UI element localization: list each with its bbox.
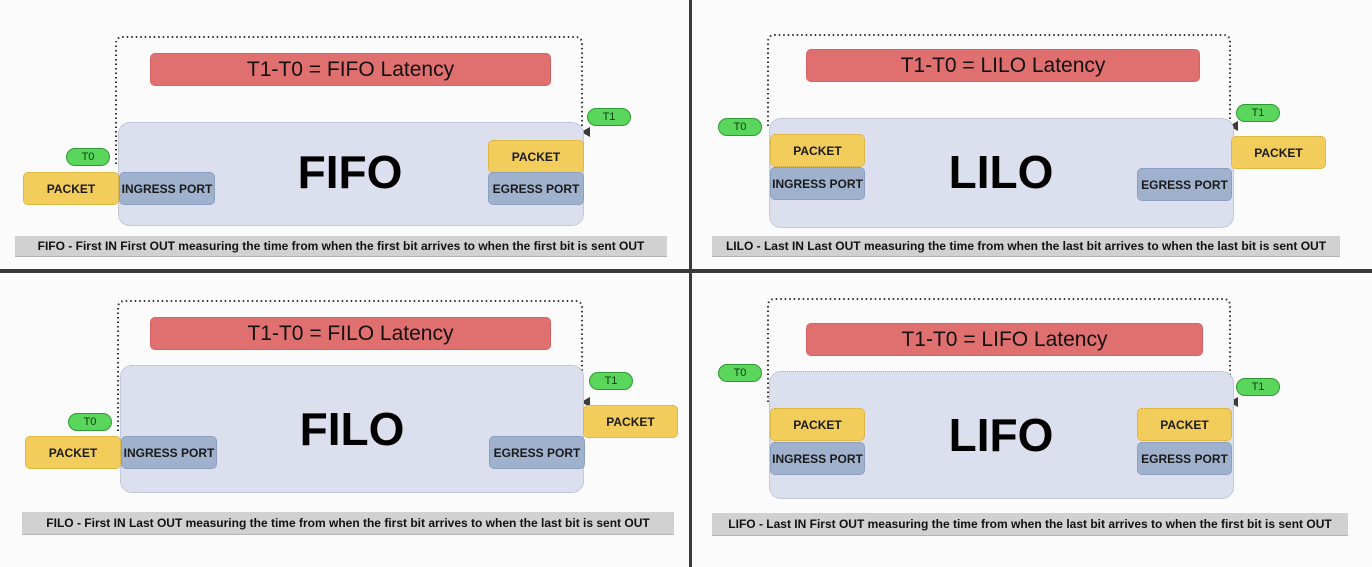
vertical-divider [689, 0, 692, 567]
lifo-ingress-port: INGRESS PORT [770, 442, 865, 475]
filo-t1-pill: T1 [589, 372, 633, 390]
filo-device-box [120, 365, 584, 493]
lifo-label: LIFO [948, 409, 1054, 461]
lifo-caption: LIFO - Last IN First OUT measuring the t… [712, 513, 1348, 536]
filo-packet-out: PACKET [583, 405, 678, 438]
lilo-t1-pill: T1 [1236, 104, 1280, 122]
lilo-timing-arrow [767, 34, 1238, 131]
lifo-packet-in: PACKET [770, 408, 865, 441]
fifo-latency-title: T1-T0 = FIFO Latency [150, 53, 551, 86]
filo-label: FILO [299, 403, 405, 455]
lilo-ingress-port: INGRESS PORT [770, 167, 865, 200]
lifo-timing-arrow [767, 298, 1238, 407]
filo-caption: FILO - First IN Last OUT measuring the t… [22, 512, 674, 535]
lilo-label: LILO [948, 146, 1054, 198]
fifo-t1-pill: T1 [587, 108, 631, 126]
lilo-packet-out: PACKET [1231, 136, 1326, 169]
fifo-caption: FIFO - First IN First OUT measuring the … [15, 236, 667, 257]
lifo-egress-port: EGRESS PORT [1137, 442, 1232, 475]
fifo-timing-arrow [115, 36, 590, 164]
filo-packet-in: PACKET [25, 436, 121, 469]
filo-ingress-port: INGRESS PORT [121, 436, 217, 469]
lilo-packet-in: PACKET [770, 134, 865, 167]
lilo-latency-title: T1-T0 = LILO Latency [806, 49, 1200, 82]
fifo-egress-port: EGRESS PORT [488, 172, 584, 205]
lifo-t0-pill: T0 [718, 364, 762, 382]
fifo-t0-pill: T0 [66, 148, 110, 166]
filo-egress-port: EGRESS PORT [489, 436, 585, 469]
lilo-caption: LILO - Last IN Last OUT measuring the ti… [712, 236, 1340, 257]
fifo-packet-in: PACKET [23, 172, 119, 205]
fifo-label: FIFO [297, 146, 403, 198]
fifo-packet-out: PACKET [488, 140, 584, 173]
lifo-latency-title: T1-T0 = LIFO Latency [806, 323, 1203, 356]
lilo-egress-port: EGRESS PORT [1137, 168, 1232, 201]
lifo-t1-pill: T1 [1236, 378, 1280, 396]
filo-latency-title: T1-T0 = FILO Latency [150, 317, 551, 350]
lifo-packet-out: PACKET [1137, 408, 1232, 441]
horizontal-divider [0, 269, 1372, 273]
filo-t0-pill: T0 [68, 413, 112, 431]
lilo-t0-pill: T0 [718, 118, 762, 136]
fifo-ingress-port: INGRESS PORT [119, 172, 215, 205]
